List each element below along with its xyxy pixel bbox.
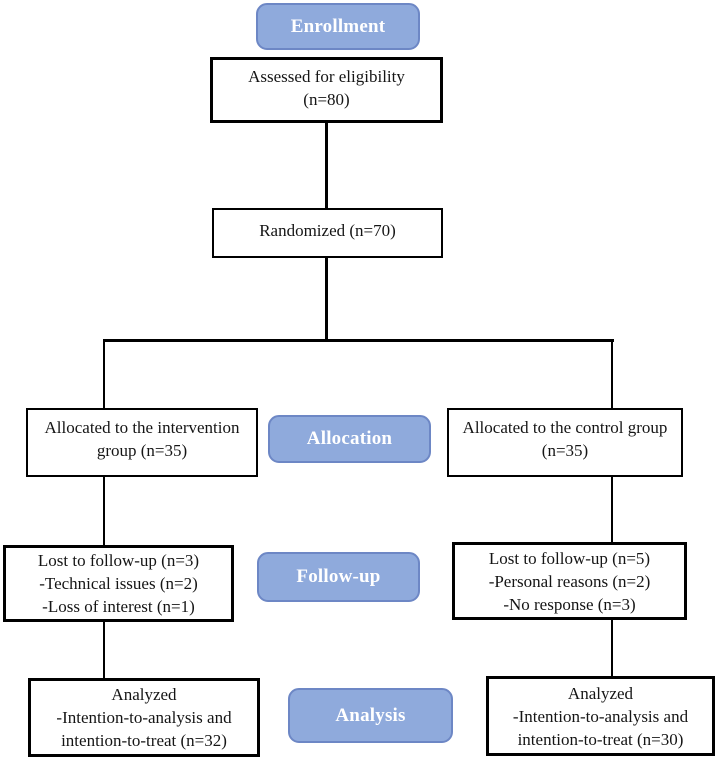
stage-badge-allocation: Allocation (268, 415, 431, 463)
connector-control-analysis (611, 620, 613, 676)
box-text-line: -Loss of interest (n=1) (42, 597, 195, 616)
stage-badge-analysis: Analysis (288, 688, 453, 743)
box-text-line: Allocated to the intervention (44, 418, 240, 437)
stage-label-allocation: Allocation (306, 428, 393, 449)
box-randomized: Randomized (n=70) (212, 208, 443, 258)
split-horizontal-line (103, 339, 614, 342)
box-text-line: Lost to follow-up (n=5) (488, 548, 651, 568)
connector-randomized-split (325, 258, 328, 342)
box-text-line: Lost to follow-up (n=3) (37, 551, 200, 570)
box-text-line: -Intention-to-analysis and (56, 708, 232, 727)
box-text-line: group (n=35) (96, 441, 188, 460)
box-assessed-eligibility: Assessed for eligibility (n=80) (210, 57, 443, 123)
connector-intervention-analysis (103, 622, 105, 678)
box-lost-intervention: Lost to follow-up (n=3) -Technical issue… (3, 545, 234, 622)
box-text-line: Randomized (n=70) (259, 221, 396, 240)
box-text-line: Allocated to the control group (462, 418, 668, 437)
box-text-line: intention-to-treat (n=30) (517, 729, 684, 749)
connector-control-followup (611, 477, 613, 542)
box-analyzed-intervention: Analyzed -Intention-to-analysis and inte… (28, 678, 260, 757)
stage-badge-enrollment: Enrollment (256, 3, 420, 50)
box-analyzed-control: Analyzed -Intention-to-analysis and inte… (486, 676, 715, 756)
stage-label-followup: Follow-up (296, 566, 381, 587)
box-text-line: Analyzed (567, 683, 634, 703)
box-text-line: -Intention-to-analysis and (512, 706, 689, 726)
box-text-line: -Technical issues (n=2) (39, 574, 198, 593)
connector-intervention-followup (103, 477, 105, 545)
connector-split-control (611, 342, 613, 408)
box-allocated-control: Allocated to the control group (n=35) (447, 408, 683, 477)
stage-badge-followup: Follow-up (257, 552, 420, 602)
connector-split-intervention (103, 342, 105, 408)
stage-label-enrollment: Enrollment (290, 15, 386, 37)
box-text-line: (n=35) (541, 441, 589, 460)
box-allocated-intervention: Allocated to the intervention group (n=3… (26, 408, 258, 477)
box-text-line: -Personal reasons (n=2) (488, 571, 651, 591)
box-text-line: -No response (n=3) (503, 594, 636, 614)
stage-label-analysis: Analysis (335, 704, 406, 726)
box-lost-control: Lost to follow-up (n=5) -Personal reason… (452, 542, 687, 620)
box-text-line: Analyzed (111, 685, 177, 704)
box-text-line: (n=80) (303, 90, 350, 109)
box-text-line: intention-to-treat (n=32) (61, 731, 227, 750)
connector-assessed-randomized (325, 123, 328, 208)
box-text-line: Assessed for eligibility (248, 67, 405, 86)
